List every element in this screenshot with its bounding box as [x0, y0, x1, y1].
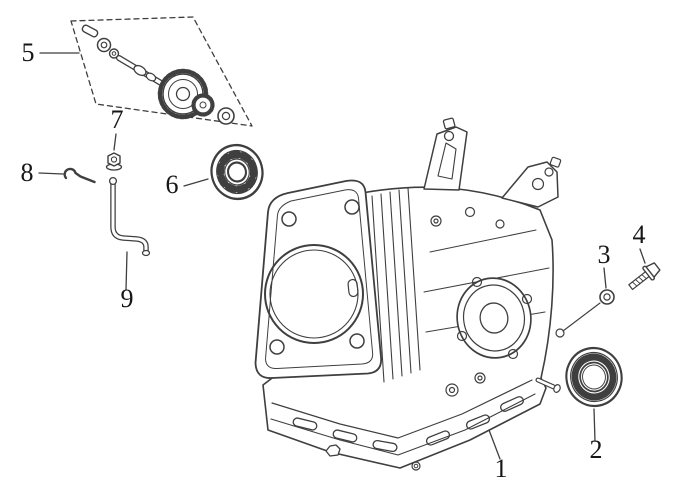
callout-5: 5	[22, 38, 35, 67]
leader-line-2	[593, 408, 596, 442]
clip-shape	[63, 167, 96, 184]
case-bosses	[430, 206, 565, 397]
leader-line-8	[38, 172, 64, 175]
oil-seal-shape	[565, 346, 623, 408]
sealing-washer-shape	[562, 289, 615, 332]
leader-line-3	[603, 267, 607, 289]
bolt-hole	[555, 328, 565, 338]
camshaft-assembly-shape	[81, 24, 235, 125]
right-mounting-bracket	[501, 156, 562, 208]
leader-lines	[38, 52, 646, 460]
callout-labels: 1 2 3 4 5 6 7 8 9	[21, 38, 646, 483]
drain-plug-icon	[325, 444, 341, 457]
leader-line-7	[113, 133, 117, 151]
flange-bolt-shape	[628, 262, 661, 291]
cylinder-bore	[264, 244, 364, 344]
callout-4: 4	[633, 220, 646, 249]
crankshaft-bore	[456, 277, 532, 359]
cylinder-gasket-plate	[254, 179, 383, 379]
ball-bearing-shape	[210, 143, 264, 201]
callout-9: 9	[121, 284, 134, 313]
callout-8: 8	[21, 158, 34, 187]
callout-6: 6	[166, 170, 179, 199]
nut-shape	[105, 152, 123, 171]
side-stud	[535, 377, 561, 393]
callout-7: 7	[111, 105, 124, 134]
cooling-fins	[371, 187, 421, 383]
breather-tube-shape	[108, 176, 151, 257]
leader-line-4	[639, 248, 646, 264]
left-mounting-bracket	[423, 117, 468, 191]
cam-gear-icon	[157, 68, 209, 120]
leader-line-6	[183, 178, 209, 187]
leader-line-1	[488, 429, 501, 460]
callout-3: 3	[598, 240, 611, 269]
callout-1: 1	[495, 454, 508, 483]
camshaft-boundary-box	[70, 16, 253, 127]
callout-2: 2	[590, 435, 603, 464]
leader-line-9	[125, 251, 128, 291]
oil-pan-flange	[270, 379, 536, 471]
crankcase-shape	[254, 117, 565, 471]
